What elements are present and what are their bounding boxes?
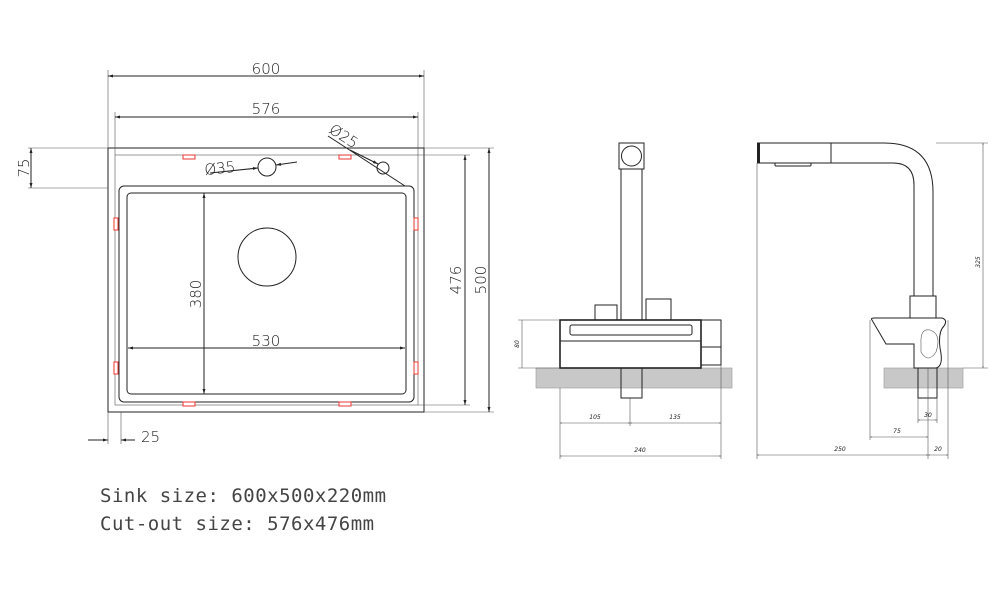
dim-front-total: 240 <box>634 447 646 454</box>
dim-overall-depth: 500 <box>472 266 490 295</box>
dim-bowl-depth: 380 <box>187 280 205 309</box>
dim-front-left: 105 <box>589 414 601 421</box>
faucet-hole <box>257 157 277 177</box>
dim-cutout-width: 576 <box>252 100 281 118</box>
faucet-front-view: 80 105 135 240 <box>514 142 733 459</box>
sink-top-view: 600 576 Ø35 Ø25 75 476 500 380 530 25 <box>15 60 494 446</box>
dim-front-right: 135 <box>669 414 681 421</box>
sink-outline <box>107 147 425 413</box>
mounting-clips <box>113 154 419 407</box>
dim-cutout-depth: 476 <box>447 266 465 295</box>
dim-side-handle: 75 <box>893 428 901 435</box>
sink-size-note: Sink size: 600x500x220mm <box>100 485 387 507</box>
dim-side-shank: 30 <box>924 412 932 419</box>
dim-side-reach: 250 <box>834 446 846 453</box>
dim-front-height: 80 <box>514 340 521 348</box>
faucet-side-view: 325 30 75 250 20 <box>756 142 988 459</box>
dim-edge-offset: 75 <box>15 158 33 177</box>
dim-side-height: 325 <box>975 256 982 268</box>
drain-hole <box>237 227 297 287</box>
dim-bowl-width: 530 <box>252 332 281 350</box>
bowl-outer <box>118 185 415 403</box>
cutout-size-note: Cut-out size: 576x476mm <box>100 513 375 535</box>
countertop <box>883 367 964 389</box>
dim-side-margin: 25 <box>141 428 160 446</box>
countertop <box>535 367 733 389</box>
cutout-outline <box>114 154 419 406</box>
dim-extra-hole: Ø25 <box>326 120 362 152</box>
dim-faucet-hole: Ø35 <box>204 158 237 179</box>
dim-side-offset: 20 <box>934 446 942 453</box>
dim-overall-width: 600 <box>252 60 281 78</box>
bowl-inner <box>126 192 407 395</box>
